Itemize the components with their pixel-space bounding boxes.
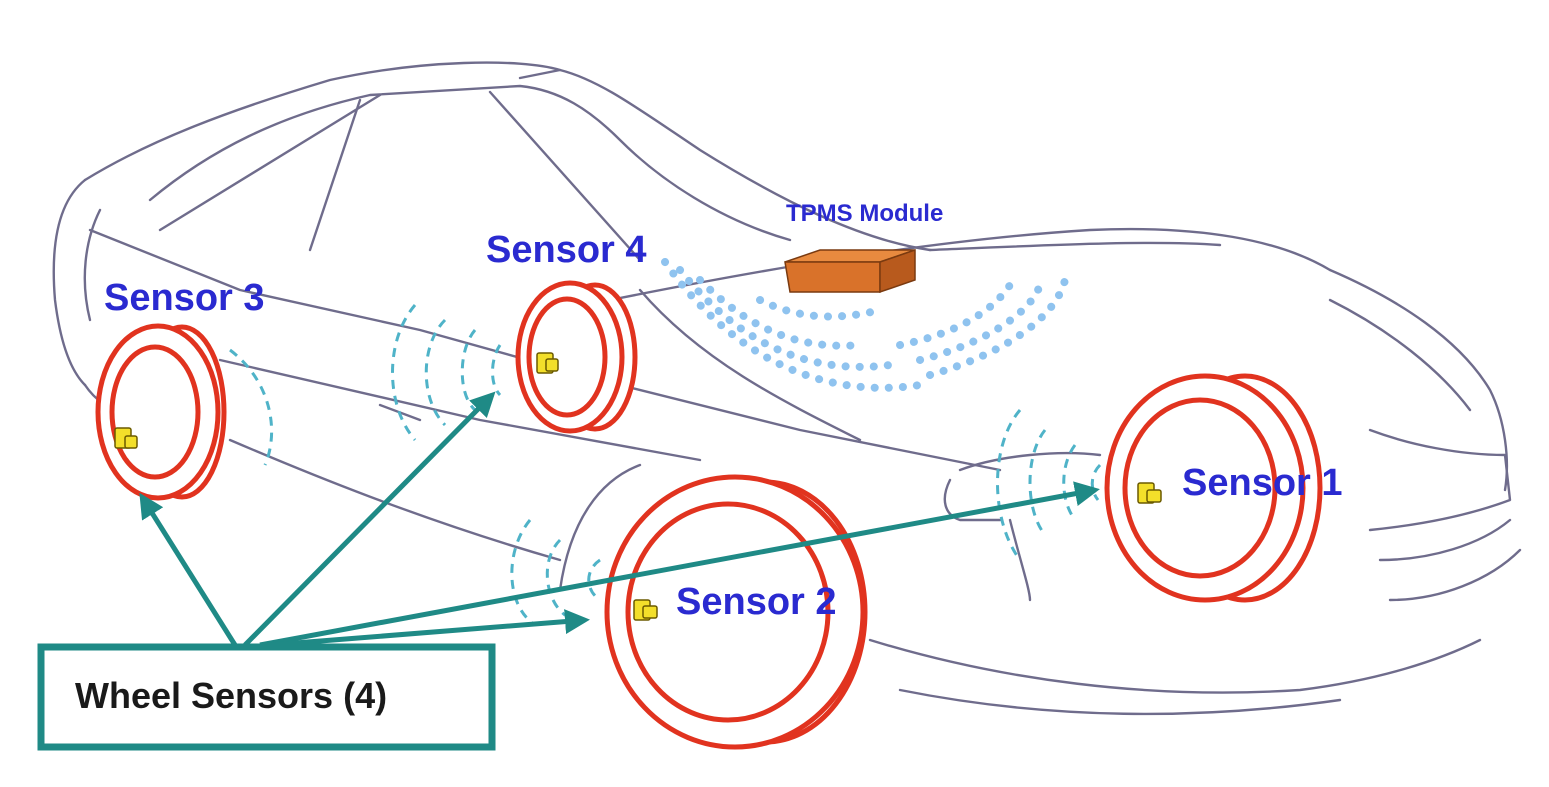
arrow-to-sensor-1: [259, 481, 1100, 648]
tpms-module-label: TPMS Module: [786, 200, 943, 227]
module-signal-waves: [661, 258, 1069, 392]
tire-sensor-3: [95, 323, 227, 501]
wheel-sensors-callout: Wheel Sensors (4): [37, 643, 496, 751]
arrow-to-sensor-4: [243, 391, 496, 647]
callout-label: Wheel Sensors (4): [75, 675, 387, 716]
tire-sensor-4: [515, 280, 638, 434]
tpms-module-box: [784, 248, 916, 294]
callout-arrows: [139, 391, 1100, 648]
sensor-4-label: Sensor 4: [486, 229, 647, 271]
sensor-3-chip-icon: [114, 427, 138, 449]
sensor-3-label: Sensor 3: [104, 277, 265, 319]
car-outline: [52, 61, 1522, 716]
sensor-1-chip-icon: [1137, 482, 1162, 504]
arrow-to-sensor-3: [139, 492, 238, 647]
tire-sensor-1: [1104, 373, 1323, 603]
arrow-to-sensor-2: [269, 609, 590, 648]
sensor-4-chip-icon: [536, 352, 559, 374]
sensor-2-chip-icon: [633, 599, 658, 621]
sensor-2-label: Sensor 2: [676, 581, 837, 623]
sensor-1-label: Sensor 1: [1182, 462, 1343, 504]
